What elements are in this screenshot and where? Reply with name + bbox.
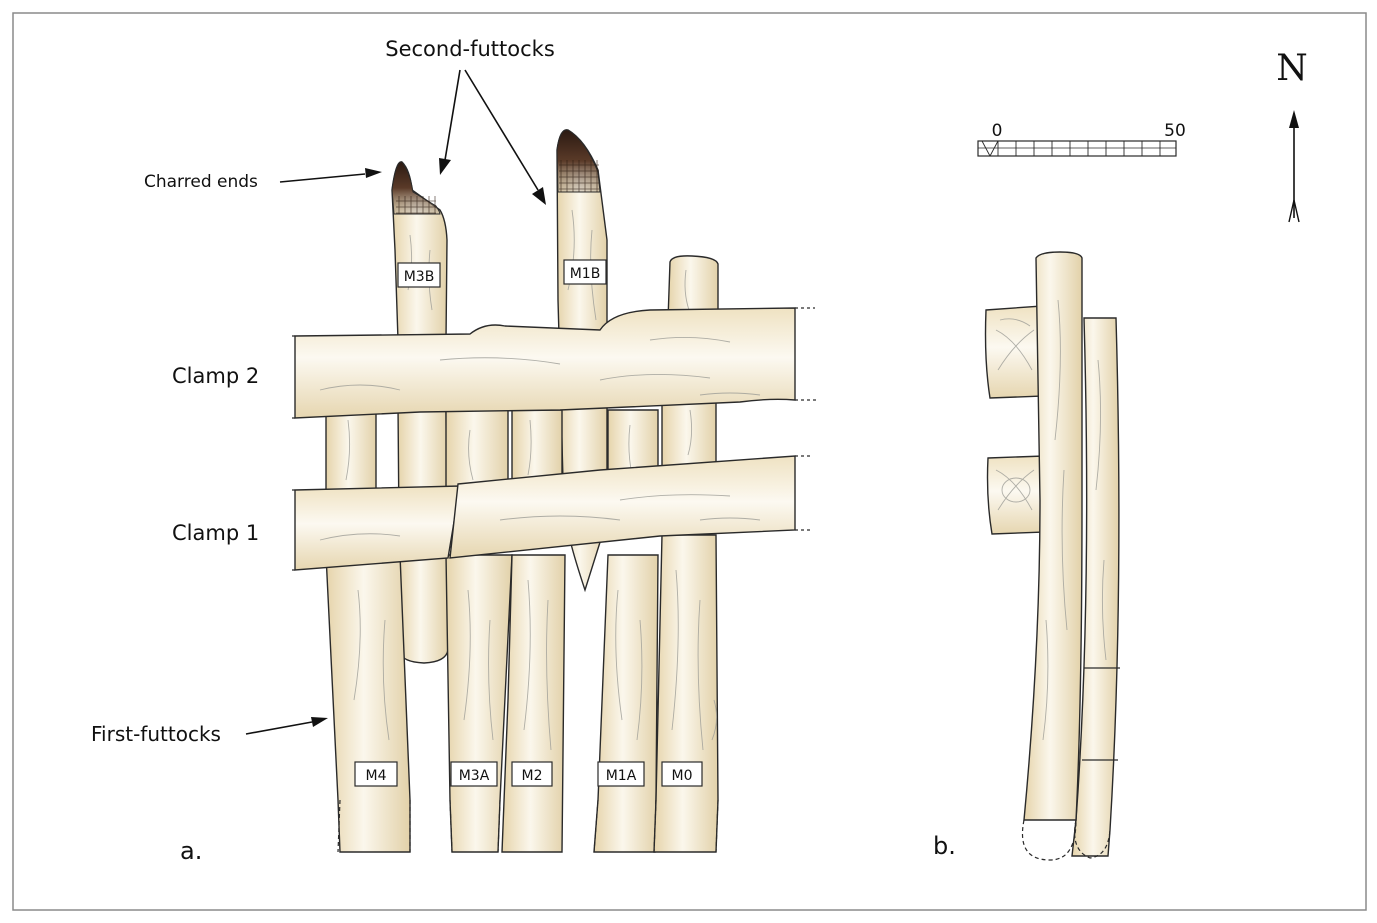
north-arrow: N xyxy=(1276,48,1308,223)
arrow-second-futtocks-left xyxy=(439,69,461,175)
tag-m1b: M1B xyxy=(563,259,607,285)
clamp-2-timber xyxy=(290,307,818,419)
panel-b-drawing: b. xyxy=(933,251,1120,861)
label-second-futtocks: Second-futtocks xyxy=(385,37,555,61)
tag-m0: M0 xyxy=(661,761,703,787)
first-futtock-m3a xyxy=(445,554,513,853)
scale-bar-end: 50 xyxy=(1164,121,1186,141)
arrow-first-futtocks xyxy=(245,717,328,735)
timber-m0-upper xyxy=(667,255,719,321)
clamp-section-lower xyxy=(986,455,1047,535)
tag-m3a-text: M3A xyxy=(459,768,490,784)
arrow-second-futtocks-right xyxy=(464,69,546,205)
tag-m4: M4 xyxy=(354,761,398,787)
tag-m2: M2 xyxy=(511,761,553,787)
tag-m1a-text: M1A xyxy=(606,768,637,784)
tag-m3b-text: M3B xyxy=(404,269,435,285)
timber-m3b-upper xyxy=(391,161,448,341)
tag-m4-text: M4 xyxy=(366,768,387,784)
clamp-1-timber xyxy=(290,455,812,571)
label-clamp-2: Clamp 2 xyxy=(172,364,259,388)
clamp-section-upper xyxy=(984,305,1045,399)
figure-frame xyxy=(12,12,1367,911)
first-futtock-m4 xyxy=(325,554,411,853)
label-clamp-1: Clamp 1 xyxy=(172,521,259,545)
label-panel-b: b. xyxy=(933,832,956,860)
tag-m1b-text: M1B xyxy=(570,266,601,282)
first-futtock-m0 xyxy=(653,534,719,853)
tag-m3a: M3A xyxy=(450,761,498,787)
label-first-futtocks: First-futtocks xyxy=(91,722,221,746)
tag-m3b: M3B xyxy=(397,262,441,288)
second-futtock-profile xyxy=(1071,317,1120,859)
label-charred-ends: Charred ends xyxy=(144,172,258,192)
timbers-between-clamps xyxy=(325,399,717,496)
label-panel-a: a. xyxy=(180,837,202,865)
tag-m1a: M1A xyxy=(597,761,645,787)
first-futtock-m1a xyxy=(593,554,659,853)
panel-a-drawing: M3B M1B M4 M3A M2 M1A M0 Second-futtocks xyxy=(91,37,818,865)
tag-m0-text: M0 xyxy=(672,768,693,784)
arrow-charred-ends xyxy=(279,168,382,183)
north-label: N xyxy=(1276,48,1308,89)
scale-bar: 0 50 xyxy=(977,121,1186,157)
first-futtock-profile xyxy=(1021,251,1083,861)
first-futtock-m2 xyxy=(501,554,566,853)
scale-bar-start: 0 xyxy=(992,121,1003,141)
tag-m2-text: M2 xyxy=(522,768,543,784)
